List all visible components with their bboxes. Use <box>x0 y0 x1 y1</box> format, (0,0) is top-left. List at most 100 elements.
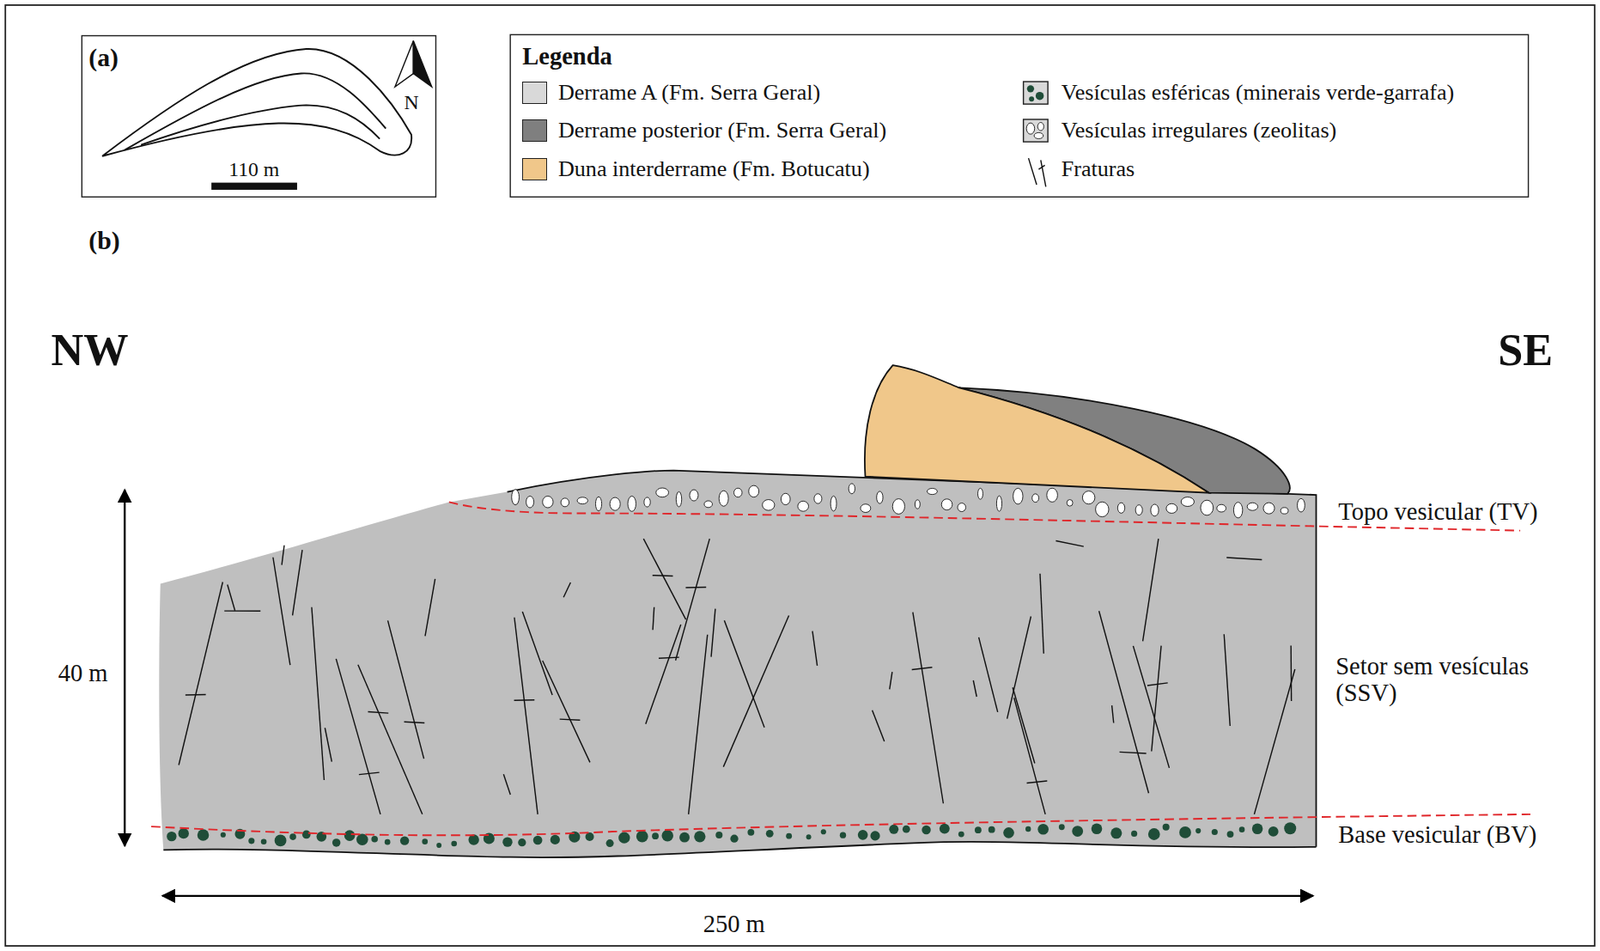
fracture <box>912 612 944 804</box>
vesicle <box>517 838 526 846</box>
fracture <box>425 578 436 636</box>
legend-text: Derrame posterior (Fm. Serra Geral) <box>558 118 887 144</box>
vesicle <box>400 835 409 845</box>
fracture <box>1007 616 1032 719</box>
legend-swatch <box>522 81 548 104</box>
vesicle <box>1150 504 1159 517</box>
vesicle <box>421 838 428 845</box>
fracture <box>1253 669 1295 815</box>
vesicle <box>1058 823 1065 830</box>
vesicle <box>1252 822 1264 834</box>
fracture <box>652 574 674 577</box>
vesicle <box>888 824 899 834</box>
vesicle <box>1211 828 1218 835</box>
vesicle <box>220 832 226 838</box>
legend-samples <box>1023 81 1049 187</box>
zone-label: Base vesicular (BV) <box>1335 821 1540 848</box>
vesicle <box>1247 502 1258 511</box>
vesicle <box>585 832 595 841</box>
orientation-label: NW <box>50 325 128 376</box>
vesicle <box>644 497 651 507</box>
vesicle <box>533 835 543 846</box>
vesicle <box>1013 487 1023 505</box>
vesicle <box>302 830 311 840</box>
vesicle <box>780 492 791 505</box>
vesicle <box>958 831 965 838</box>
fracture <box>1147 682 1169 686</box>
vesicle <box>675 491 682 507</box>
spherical-vesicles <box>166 821 1296 848</box>
vesicle <box>609 497 621 511</box>
vesicle <box>704 500 713 508</box>
flow-outline <box>507 470 1317 847</box>
vesicle <box>656 487 670 498</box>
fracture <box>675 538 711 661</box>
fracture <box>1012 687 1035 763</box>
flow-a <box>158 470 1316 858</box>
panel-letter: (b) <box>88 226 120 256</box>
vesicle <box>974 826 982 834</box>
fracture <box>1040 573 1044 654</box>
legend-text: Vesículas esféricas (minerais verde-garr… <box>1061 80 1455 106</box>
fracture <box>889 671 893 689</box>
fracture <box>335 658 381 815</box>
vesicle <box>651 832 659 840</box>
legend-text: Fraturas <box>1061 157 1136 183</box>
scale-label: 110 m <box>228 158 280 181</box>
fracture <box>652 607 655 630</box>
fracture <box>563 582 571 597</box>
vesicle <box>978 487 984 499</box>
vesicle <box>550 834 560 845</box>
vesicle <box>1227 830 1235 838</box>
vesicle <box>1263 502 1275 514</box>
vesicle <box>830 495 837 512</box>
vesicle <box>748 485 760 498</box>
fracture <box>645 624 682 724</box>
vesicle <box>941 498 953 511</box>
vesicle <box>468 833 479 845</box>
zone-label: Setor sem vesículas (SSV) <box>1335 652 1569 707</box>
vesicle <box>178 827 189 839</box>
fracture <box>404 721 426 723</box>
fracture <box>1289 645 1292 702</box>
vesicle <box>1233 502 1242 518</box>
vesicle <box>921 825 931 834</box>
vesicle <box>785 833 792 840</box>
legend-text: Duna interderrame (Fm. Botucatu) <box>558 157 870 183</box>
vesicle <box>1166 503 1178 513</box>
fracture <box>358 772 380 774</box>
inset-box <box>81 36 436 198</box>
vesicle <box>1148 827 1161 840</box>
vesicle <box>1071 825 1083 837</box>
vesicle <box>371 835 378 843</box>
vesicle <box>595 496 602 512</box>
fracture <box>711 608 716 658</box>
vesicle <box>197 828 210 841</box>
vesicle <box>450 840 457 847</box>
fracture <box>1112 705 1114 723</box>
vesicle <box>679 832 690 843</box>
vesicle <box>957 503 967 512</box>
fracture <box>1226 557 1262 560</box>
vesicle <box>814 493 822 504</box>
fracture <box>643 538 686 620</box>
vesicle <box>1180 497 1194 507</box>
vesicle <box>344 829 356 841</box>
vesicle <box>356 833 369 846</box>
vesicle <box>762 499 775 512</box>
north-label: N <box>404 91 420 114</box>
irregular-vesicles <box>511 483 1306 518</box>
vesicle <box>1280 507 1289 514</box>
vesicle <box>636 830 649 843</box>
vesicle <box>436 842 442 848</box>
base-boundary <box>151 814 1531 835</box>
vesicle <box>689 489 699 501</box>
fracture <box>185 693 207 696</box>
vesicle <box>1216 504 1227 512</box>
fracture <box>388 620 425 759</box>
vesicle <box>821 828 827 834</box>
vesicle <box>248 837 255 844</box>
fracture <box>292 549 303 615</box>
fracture <box>1099 610 1150 793</box>
